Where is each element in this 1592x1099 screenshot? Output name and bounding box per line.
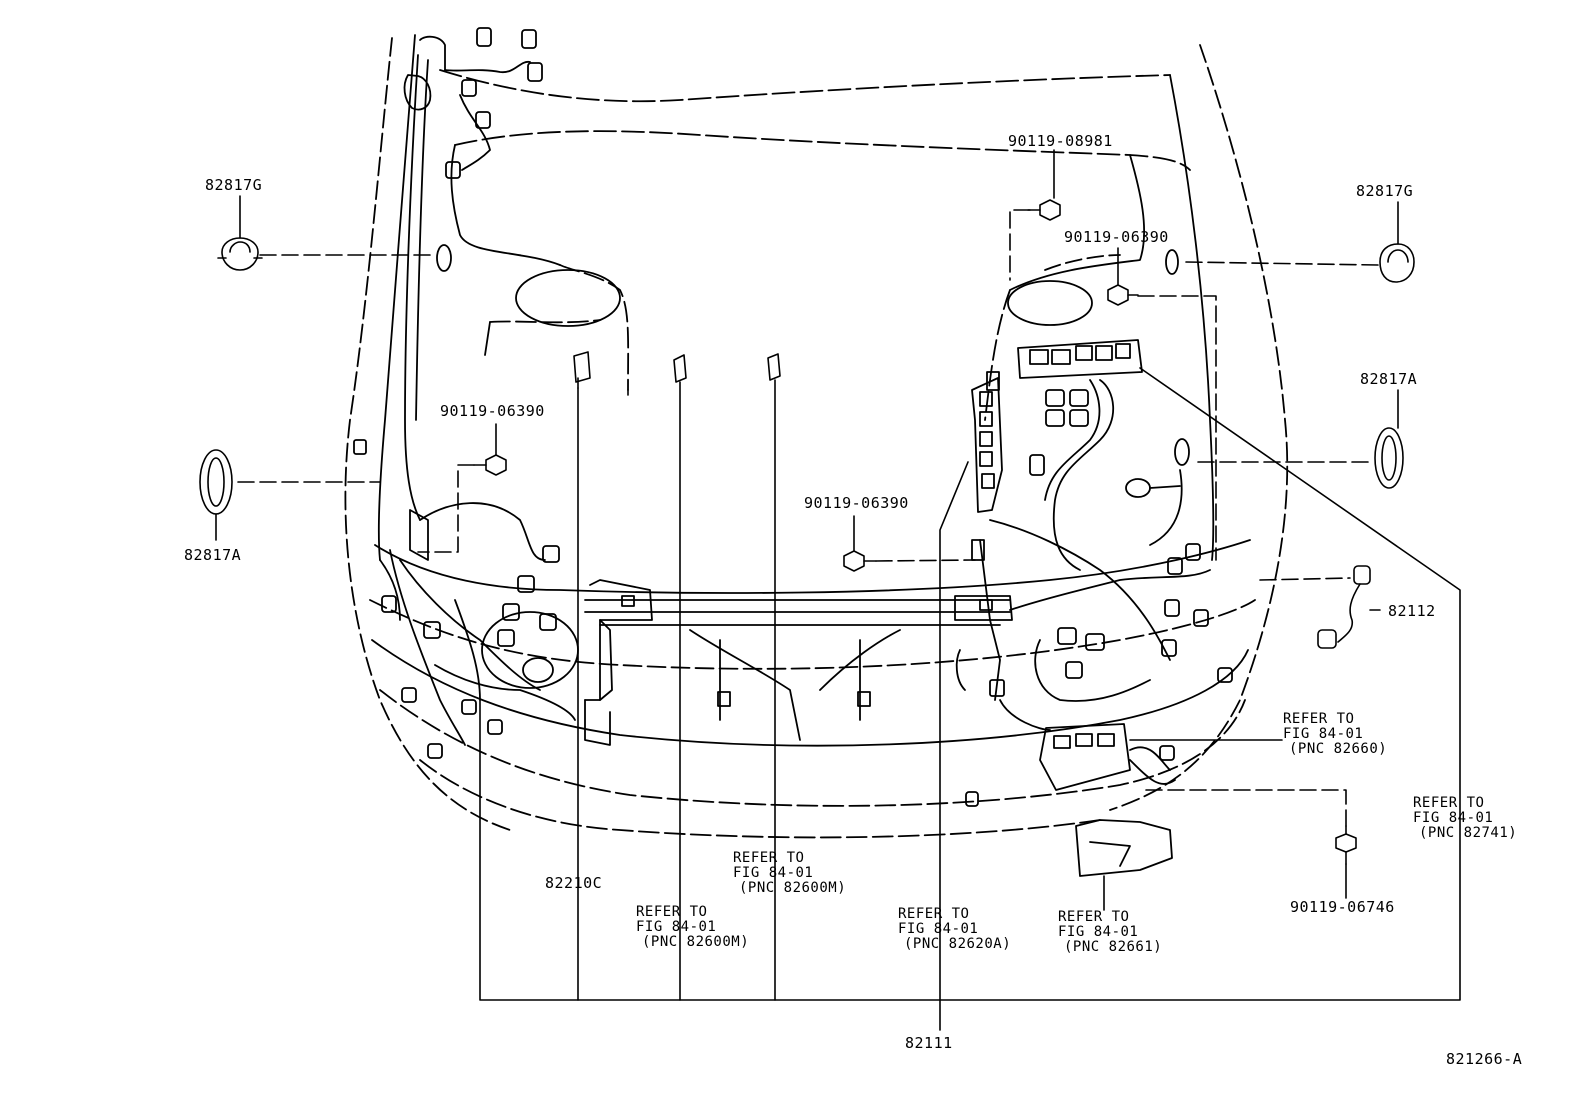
- bolt-90119-06390-left-icon: [473, 454, 507, 476]
- bolt-90119-06390-top-right-icon: [1107, 284, 1139, 306]
- screw-90119-06746-icon: [1335, 825, 1357, 865]
- ref-note-82661: REFER TO FIG 84-01 (PNC 82661): [1058, 910, 1162, 955]
- ref-line3: (PNC 82661): [1064, 939, 1163, 955]
- grommet-82817A-left-icon: [199, 449, 233, 515]
- part-icons: [199, 199, 1415, 865]
- ref-line3: (PNC 82600M): [739, 880, 847, 896]
- ref-line2: FIG 84-01: [898, 921, 979, 937]
- ref-note-82600M-b: REFER TO FIG 84-01 (PNC 82600M): [733, 851, 846, 896]
- connector-82600M-a-icon: [673, 354, 687, 383]
- label-90119-06390-center: 90119-06390: [804, 494, 909, 512]
- ref-note-82600M-a: REFER TO FIG 84-01 (PNC 82600M): [636, 905, 749, 950]
- ref-line3: (PNC 82620A): [904, 936, 1012, 952]
- ref-line3: (PNC 82660): [1289, 741, 1388, 757]
- bolt-90119-06390-center-icon: [843, 550, 877, 572]
- right-harness: [954, 249, 1233, 877]
- connector-82600M-b-icon: [767, 353, 781, 381]
- ref-line1: REFER TO: [636, 904, 708, 920]
- sensor-82112-icon: [1317, 565, 1371, 649]
- ref-line1: REFER TO: [1058, 909, 1130, 925]
- label-82112: 82112: [1388, 602, 1436, 620]
- drawing-id: 821266-A: [1446, 1050, 1523, 1068]
- vehicle-body-outline: [344, 34, 1289, 839]
- left-harness: [353, 27, 653, 759]
- label-82817A-left: 82817A: [184, 546, 242, 564]
- ref-line1: REFER TO: [1283, 711, 1355, 727]
- ref-note-82620A: REFER TO FIG 84-01 (PNC 82620A): [898, 907, 1011, 952]
- label-90119-08981: 90119-08981: [1008, 132, 1113, 150]
- ref-line1: REFER TO: [1413, 795, 1485, 811]
- label-82210C: 82210C: [545, 874, 603, 892]
- ref-line3: (PNC 82741): [1419, 825, 1518, 841]
- label-82817G-right: 82817G: [1356, 182, 1414, 200]
- ref-line2: FIG 84-01: [1413, 810, 1494, 826]
- label-90119-06746: 90119-06746: [1290, 898, 1395, 916]
- ref-note-82660: REFER TO FIG 84-01 (PNC 82660): [1283, 712, 1387, 757]
- dashed-leaders: [237, 209, 1379, 827]
- ref-line2: FIG 84-01: [636, 919, 717, 935]
- solid-leaders: [215, 149, 1461, 1031]
- ref-line2: FIG 84-01: [733, 865, 814, 881]
- clamp-82817G-right-icon: [1379, 243, 1415, 283]
- label-90119-06390-left: 90119-06390: [440, 402, 545, 420]
- label-82817G-left: 82817G: [205, 176, 263, 194]
- grommet-82817A-right-icon: [1374, 427, 1404, 489]
- label-90119-06390-top-right: 90119-06390: [1064, 228, 1169, 246]
- clamp-82817G-left-icon: [217, 237, 263, 271]
- ref-line1: REFER TO: [733, 850, 805, 866]
- bolt-90119-08981-icon: [1027, 199, 1061, 221]
- ref-line3: (PNC 82600M): [642, 934, 750, 950]
- connector-82210C-icon: [573, 351, 591, 389]
- ref-note-82741: REFER TO FIG 84-01 (PNC 82741): [1413, 796, 1517, 841]
- label-82817A-right: 82817A: [1360, 370, 1418, 388]
- ref-line2: FIG 84-01: [1283, 726, 1364, 742]
- label-82111: 82111: [905, 1034, 953, 1052]
- ref-line1: REFER TO: [898, 906, 970, 922]
- ref-line2: FIG 84-01: [1058, 924, 1139, 940]
